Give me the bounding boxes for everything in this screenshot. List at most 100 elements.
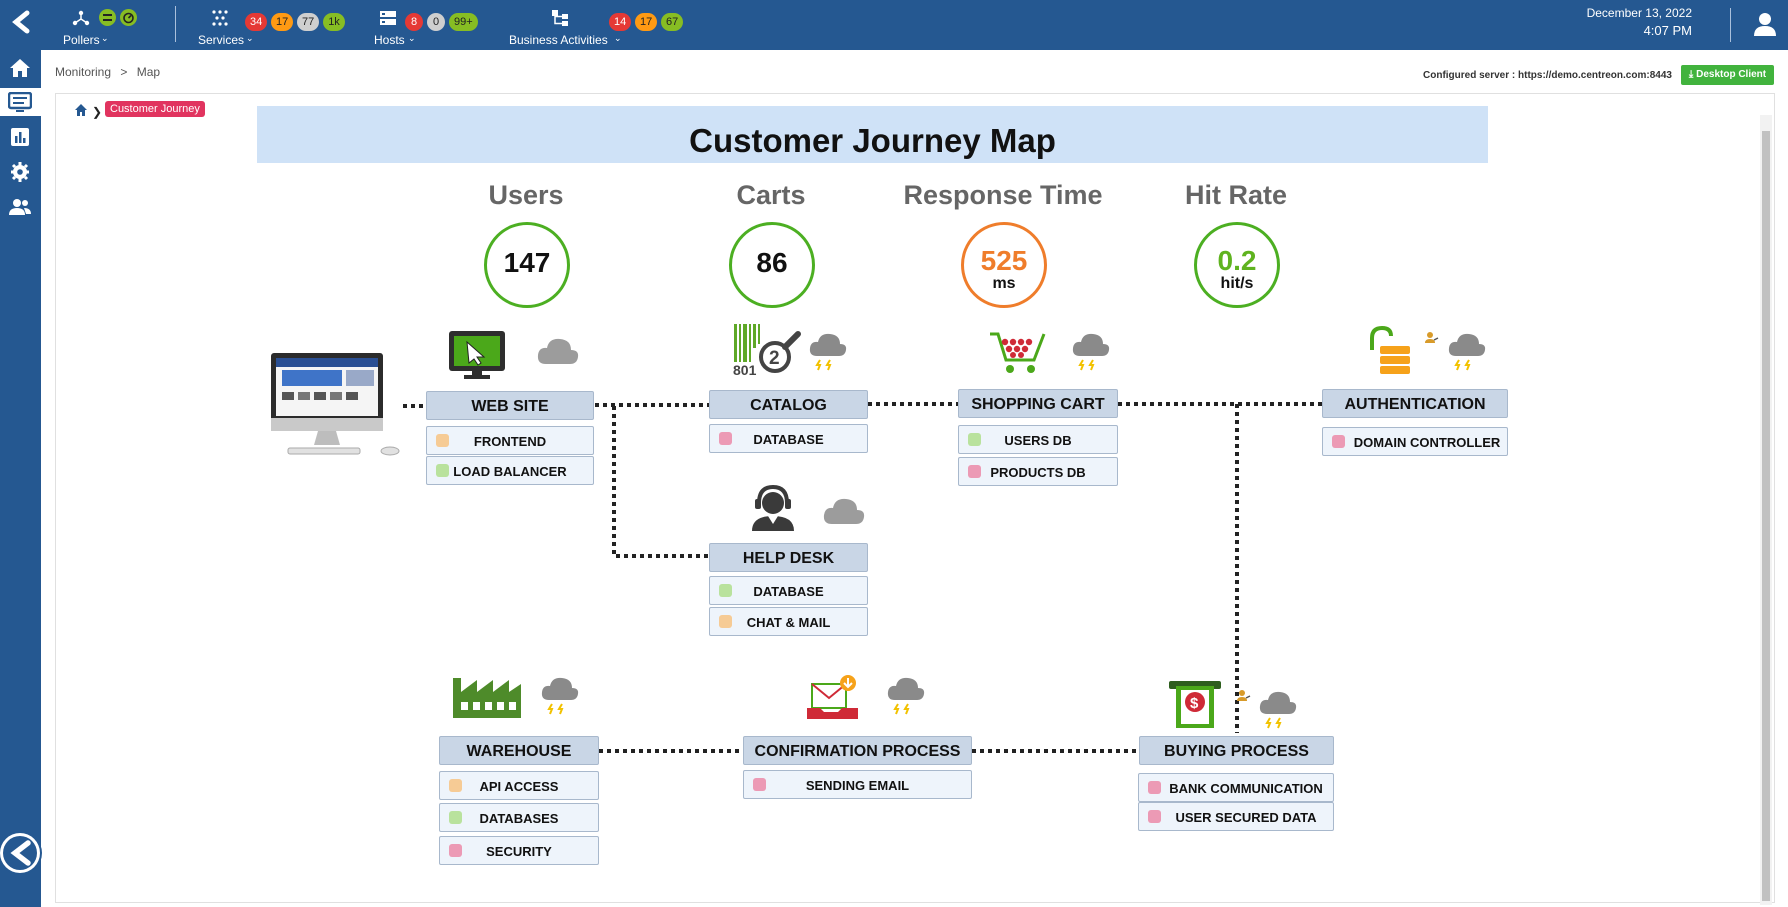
ba-critical-badge[interactable]: 14: [609, 13, 632, 31]
sub-bank-communication[interactable]: BANK COMMUNICATION: [1138, 773, 1334, 802]
reporting-icon[interactable]: [9, 127, 31, 147]
pollers-icon: [72, 10, 90, 26]
sub-security[interactable]: SECURITY: [439, 836, 599, 865]
sub-chat-mail[interactable]: CHAT & MAIL: [709, 607, 868, 636]
services-ok-badge[interactable]: 1k: [323, 13, 345, 31]
status-critical-icon: [449, 844, 462, 857]
pollers-menu[interactable]: Pollers ⌄: [62, 6, 152, 47]
status-pending-icon: [436, 434, 449, 447]
current-date: December 13, 2022: [1586, 6, 1692, 20]
breadcrumb: Monitoring > Map: [55, 65, 160, 79]
sub-domain-controller[interactable]: DOMAIN CONTROLLER: [1322, 427, 1508, 456]
service-shopping-cart[interactable]: SHOPPING CART: [958, 389, 1118, 418]
status-ok-icon: [968, 433, 981, 446]
download-icon: ⤓: [1688, 69, 1697, 80]
scrollbar-thumb[interactable]: [1762, 131, 1770, 901]
sub-chat-mail-label: CHAT & MAIL: [746, 615, 831, 630]
kpi-response-time-value: 525: [980, 245, 1028, 276]
services-icon: [212, 10, 228, 26]
sub-frontend[interactable]: FRONTEND: [426, 426, 594, 455]
sub-users-db-label: USERS DB: [1004, 433, 1072, 448]
centreon-badge-icon[interactable]: [0, 830, 42, 876]
sub-databases-label: DATABASES: [479, 811, 559, 826]
hosts-label: Hosts: [374, 33, 405, 47]
ba-warning-badge[interactable]: 17: [635, 13, 658, 31]
chevron-right-icon: ❯: [92, 105, 103, 119]
desktop-client-label: Desktop Client: [1696, 69, 1767, 80]
breadcrumb-map[interactable]: Map: [136, 65, 161, 79]
centreon-logo-icon[interactable]: [5, 7, 35, 37]
user-profile-icon[interactable]: [1754, 12, 1776, 36]
service-warehouse[interactable]: WAREHOUSE: [439, 736, 599, 765]
kpi-response-time-unit: ms: [992, 275, 1016, 292]
breadcrumb-monitoring[interactable]: Monitoring: [55, 65, 112, 79]
divider: [175, 6, 176, 42]
storm-cloud-icon: [1259, 691, 1297, 729]
sub-products-db[interactable]: PRODUCTS DB: [958, 457, 1118, 486]
status-ok-icon: [719, 584, 732, 597]
hosts-unreachable-badge[interactable]: 0: [427, 13, 445, 31]
home-icon[interactable]: [9, 58, 31, 78]
sub-sending-email[interactable]: SENDING EMAIL: [743, 770, 972, 799]
business-activities-menu[interactable]: 14 17 67 Business Activities ⌄: [509, 6, 699, 47]
storm-cloud-icon: [887, 677, 925, 715]
sub-databases[interactable]: DATABASES: [439, 803, 599, 832]
user-status-icon: [1237, 690, 1251, 701]
sub-helpdesk-database-label: DATABASE: [753, 584, 824, 599]
configuration-gear-icon[interactable]: [9, 162, 31, 182]
sub-load-balancer[interactable]: LOAD BALANCER: [426, 456, 594, 485]
hosts-up-badge[interactable]: 99+: [449, 13, 478, 31]
service-help-desk[interactable]: HELP DESK: [709, 543, 868, 572]
sub-security-label: SECURITY: [486, 844, 552, 859]
view-tag-customer-journey[interactable]: Customer Journey: [105, 101, 205, 117]
business-activities-icon: [552, 10, 568, 26]
email-inbox-icon: [807, 675, 858, 719]
monitoring-nav-item[interactable]: [0, 88, 41, 116]
services-warning-badge[interactable]: 17: [271, 13, 294, 31]
latency-status-icon: [120, 9, 137, 26]
map-home-icon[interactable]: [74, 103, 88, 117]
sub-user-secured-data[interactable]: USER SECURED DATA: [1138, 802, 1334, 831]
service-authentication[interactable]: AUTHENTICATION: [1322, 389, 1508, 418]
services-menu[interactable]: 34 17 77 1k Services ⌄: [197, 6, 357, 47]
map-scrollbar[interactable]: [1760, 115, 1772, 905]
pollers-label: Pollers: [63, 33, 100, 47]
sub-helpdesk-database[interactable]: DATABASE: [709, 576, 868, 605]
kpi-users[interactable]: 147: [484, 222, 570, 308]
hosts-icon: [380, 11, 396, 25]
hosts-menu[interactable]: 8 0 99+ Hosts ⌄: [374, 6, 494, 47]
current-time: 4:07 PM: [1643, 23, 1692, 38]
services-critical-badge[interactable]: 34: [245, 13, 268, 31]
status-critical-icon: [719, 432, 732, 445]
status-pending-icon: [449, 779, 462, 792]
kpi-carts[interactable]: 86: [729, 222, 815, 308]
desktop-client-button[interactable]: ⤓ Desktop Client: [1681, 65, 1774, 85]
administration-users-icon[interactable]: [9, 197, 31, 217]
cloud-icon: [537, 338, 579, 364]
service-website[interactable]: WEB SITE: [426, 391, 594, 420]
hosts-down-badge[interactable]: 8: [405, 13, 423, 31]
barcode-search-icon: 801 2: [733, 324, 801, 378]
sub-load-balancer-label: LOAD BALANCER: [453, 464, 567, 479]
service-catalog[interactable]: CATALOG: [709, 390, 868, 419]
sub-catalog-database[interactable]: DATABASE: [709, 424, 868, 453]
ba-ok-badge[interactable]: 67: [661, 13, 684, 31]
top-bar: Pollers ⌄ 34 17 77 1k Services ⌄ 8 0 99+…: [0, 0, 1788, 50]
sub-users-db[interactable]: USERS DB: [958, 425, 1118, 454]
helpdesk-agent-icon: [752, 484, 794, 531]
database-status-icon: [99, 9, 116, 26]
user-status-icon: [1425, 332, 1439, 343]
monitoring-icon: [8, 92, 32, 112]
status-critical-icon: [968, 465, 981, 478]
service-buying-process[interactable]: BUYING PROCESS: [1139, 736, 1334, 765]
sub-api-access[interactable]: API ACCESS: [439, 771, 599, 800]
lock-database-icon: [1370, 326, 1410, 374]
kpi-hit-rate-value: 0.2: [1217, 245, 1257, 276]
services-unknown-badge[interactable]: 77: [297, 13, 320, 31]
business-activities-label: Business Activities: [509, 33, 608, 47]
service-confirmation-process[interactable]: CONFIRMATION PROCESS: [743, 736, 972, 765]
kpi-users-title: Users: [488, 180, 564, 210]
